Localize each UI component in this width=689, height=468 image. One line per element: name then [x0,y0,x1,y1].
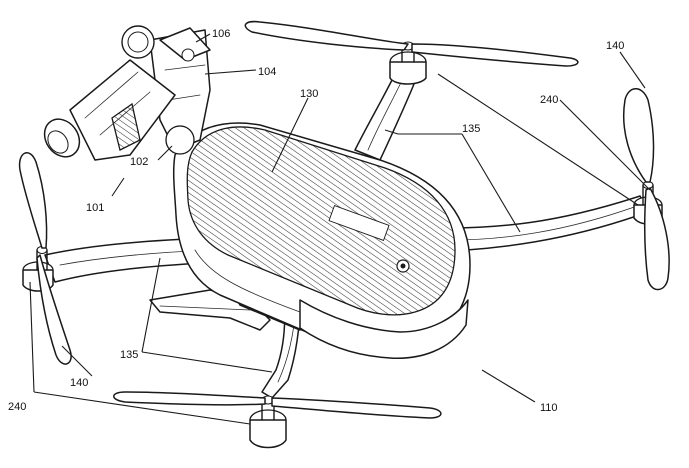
leader-lines [29,33,651,425]
ref-130: 130 [300,88,318,100]
reference-numerals: 106 104 130 140 240 135 102 101 135 140 … [8,28,624,414]
camera-gimbal [121,25,211,155]
motor-top [389,41,427,85]
ref-106: 106 [212,28,230,40]
ref-104: 104 [258,66,276,78]
motor-bottom [249,395,287,449]
propeller-left [18,152,72,365]
camera [43,59,176,161]
propeller-top [244,20,579,67]
ref-135-bottom: 135 [120,349,138,361]
ref-140-left: 140 [70,377,88,389]
ref-140-right: 140 [606,40,624,52]
ref-240-left: 240 [8,401,26,413]
ref-102: 102 [130,156,148,168]
ref-110: 110 [540,402,558,414]
ref-135-top: 135 [462,123,480,135]
drone-body [172,122,471,359]
ref-101: 101 [86,202,104,214]
propeller-bottom [113,391,442,419]
battery-cover [186,126,456,316]
ref-240-right: 240 [540,94,558,106]
propeller-right [622,88,670,291]
